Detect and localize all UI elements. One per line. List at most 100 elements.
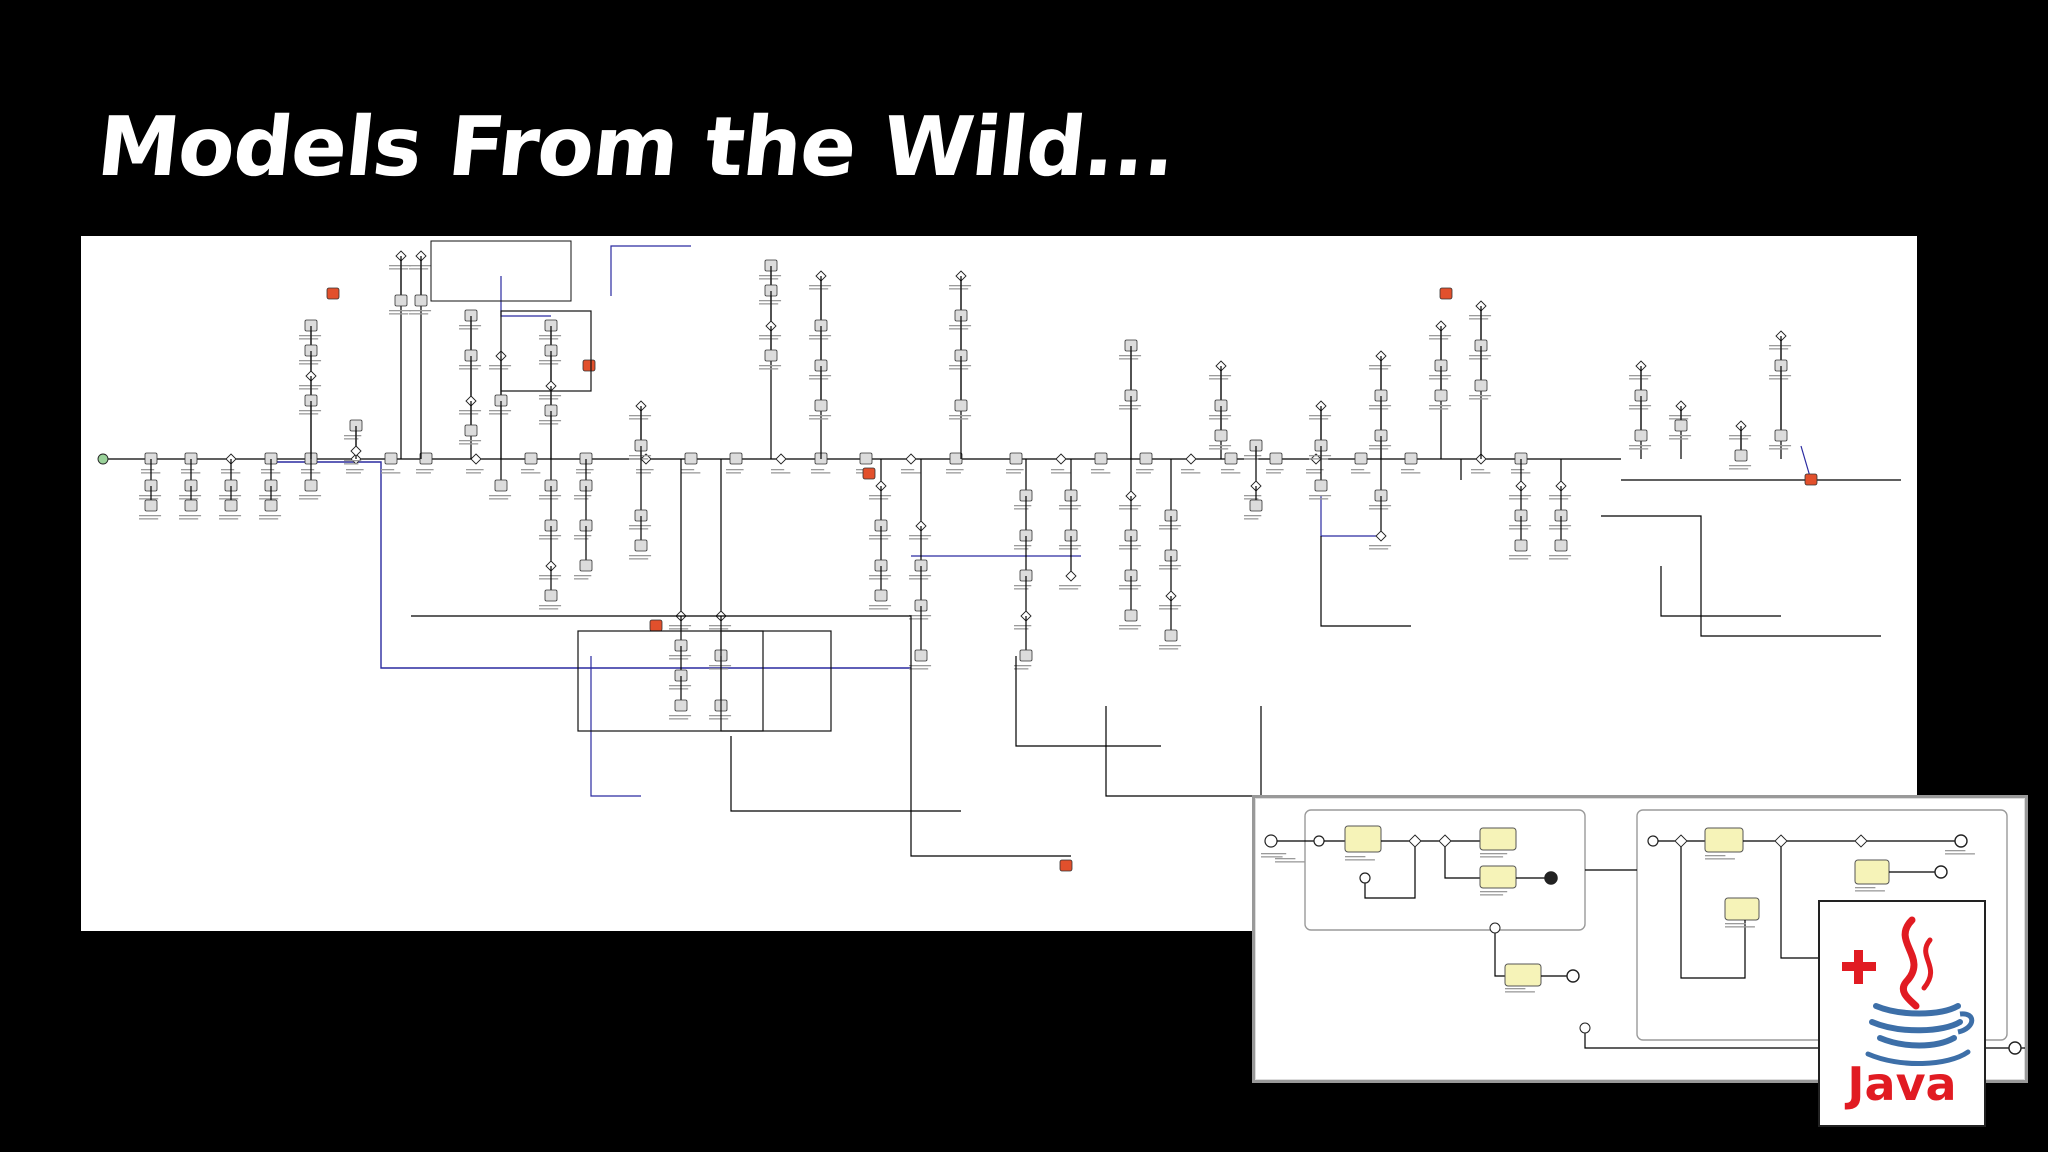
large-process-diagram-canvas (97, 240, 1901, 872)
node-caption (1119, 545, 1142, 547)
node-caption (1014, 548, 1029, 550)
gateway-node (1065, 570, 1077, 582)
node-caption (869, 495, 892, 497)
node-caption (1119, 408, 1139, 410)
node-caption (1505, 991, 1535, 993)
sequence-flow (1105, 706, 1262, 797)
node-caption (1261, 856, 1283, 858)
task-node (814, 399, 828, 412)
node-caption (539, 335, 562, 337)
node-caption (1945, 853, 1975, 855)
node-caption (259, 518, 279, 520)
node-caption (259, 495, 282, 497)
sequence-flow (1494, 928, 1505, 977)
node-caption (1119, 628, 1139, 630)
event-node (1359, 872, 1371, 884)
node-caption (1159, 565, 1182, 567)
node-caption (389, 268, 409, 270)
node-caption (1469, 395, 1492, 397)
task-node (1164, 629, 1178, 642)
node-caption (1471, 472, 1491, 474)
node-caption (389, 265, 412, 267)
task-node (874, 589, 888, 602)
node-caption (1059, 508, 1079, 510)
task-node (1344, 825, 1382, 853)
node-caption (1401, 472, 1421, 474)
task-node (1474, 379, 1488, 392)
node-caption (1629, 405, 1652, 407)
event-node (97, 453, 109, 465)
node-caption (1629, 378, 1649, 380)
node-caption (669, 688, 689, 690)
sequence-flow (1015, 656, 1161, 747)
gateway-node (905, 453, 917, 465)
node-caption (1769, 448, 1789, 450)
node-caption (1309, 418, 1329, 420)
node-caption (299, 338, 319, 340)
gateway-node (1674, 834, 1688, 848)
node-caption (1769, 375, 1792, 377)
task-node (1354, 452, 1368, 465)
sequence-flow (1660, 566, 1781, 617)
end-event-node (1439, 287, 1453, 300)
node-caption (521, 472, 541, 474)
node-caption (1059, 548, 1079, 550)
node-caption (629, 525, 652, 527)
node-caption (1014, 668, 1029, 670)
node-caption (1014, 505, 1032, 507)
node-caption (1014, 585, 1032, 587)
node-caption (1509, 555, 1532, 557)
node-caption (1945, 850, 1966, 852)
node-caption (1006, 469, 1024, 471)
gateway-node (1408, 834, 1422, 848)
node-caption (1181, 469, 1195, 471)
node-caption (771, 469, 785, 471)
node-caption (1669, 415, 1692, 417)
node-caption (459, 410, 482, 412)
node-caption (1221, 469, 1235, 471)
node-caption (709, 715, 732, 717)
node-caption (574, 578, 589, 580)
task-node (764, 349, 778, 362)
node-caption (759, 338, 779, 340)
node-caption (809, 288, 829, 290)
node-caption (1725, 923, 1746, 925)
node-caption (949, 365, 972, 367)
event-node (1934, 865, 1948, 879)
task-node (1774, 429, 1788, 442)
node-caption (1119, 508, 1139, 510)
node-caption (261, 469, 275, 471)
node-caption (1006, 472, 1021, 474)
node-caption (1669, 418, 1689, 420)
node-caption (299, 413, 319, 415)
node-caption (389, 313, 409, 315)
task-node (1139, 452, 1153, 465)
node-caption (1119, 625, 1142, 627)
node-caption (1159, 528, 1179, 530)
node-caption (669, 715, 692, 717)
node-caption (1209, 445, 1232, 447)
gateway-node (1438, 834, 1452, 848)
task-node (1734, 449, 1748, 462)
node-caption (574, 495, 592, 497)
node-caption (629, 415, 652, 417)
node-caption (1244, 498, 1259, 500)
node-caption (709, 665, 732, 667)
task-node (1224, 452, 1238, 465)
node-caption (1505, 988, 1526, 990)
node-caption (1369, 448, 1389, 450)
node-caption (141, 469, 155, 471)
node-caption (574, 535, 592, 537)
task-node (1249, 499, 1263, 512)
node-caption (539, 420, 562, 422)
node-caption (346, 469, 364, 471)
node-caption (179, 495, 202, 497)
node-caption (1369, 508, 1389, 510)
node-caption (1705, 858, 1735, 860)
task-node (144, 499, 158, 512)
event-node (1579, 1022, 1591, 1034)
node-caption (629, 558, 649, 560)
node-caption (1469, 398, 1489, 400)
node-caption (1629, 445, 1652, 447)
node-caption (1549, 495, 1572, 497)
